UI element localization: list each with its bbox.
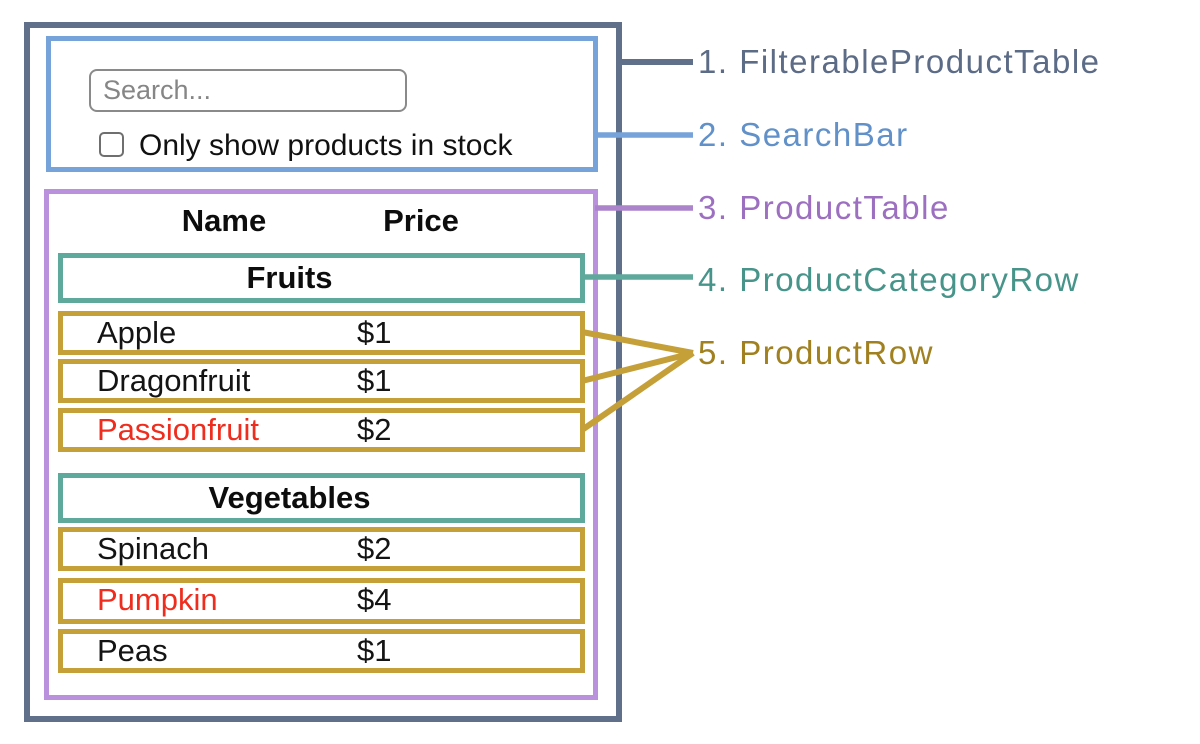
product-row-spinach: Spinach $2: [58, 527, 585, 571]
legend-filterable-product-table: 1. FilterableProductTable: [698, 43, 1101, 80]
product-name: Passionfruit: [97, 412, 259, 447]
product-row-peas: Peas $1: [58, 629, 585, 673]
product-price: $2: [357, 412, 392, 447]
product-row-dragonfruit: Dragonfruit $1: [58, 359, 585, 403]
legend-product-category-row: 4. ProductCategoryRow: [698, 261, 1080, 298]
category-row-fruits: Fruits: [58, 253, 585, 303]
category-label: Vegetables: [208, 480, 371, 515]
product-name: Pumpkin: [97, 582, 218, 617]
product-name: Spinach: [97, 531, 210, 566]
product-row-passionfruit: Passionfruit $2: [58, 408, 585, 452]
category-label: Fruits: [246, 260, 333, 295]
in-stock-checkbox[interactable]: [99, 132, 124, 157]
in-stock-checkbox-label: Only show products in stock: [139, 129, 513, 162]
legend-product-row: 5. ProductRow: [698, 334, 934, 371]
legend-product-table: 3. ProductTable: [698, 189, 950, 226]
search-bar-box: Only show products in stock: [46, 36, 598, 172]
product-row-apple: Apple $1: [58, 311, 585, 355]
name-column-header: Name: [181, 203, 267, 238]
product-name: Apple: [97, 315, 177, 350]
legend-search-bar: 2. SearchBar: [698, 116, 909, 153]
product-table-box: Name Price Fruits Apple $1 Dragonfruit $…: [44, 189, 598, 700]
product-name: Peas: [97, 633, 168, 668]
product-price: $1: [357, 633, 392, 668]
search-input[interactable]: [89, 69, 407, 112]
product-row-pumpkin: Pumpkin $4: [58, 578, 585, 624]
price-column-header: Price: [383, 203, 459, 238]
product-price: $2: [357, 531, 392, 566]
product-price: $1: [357, 363, 392, 398]
product-name: Dragonfruit: [97, 363, 251, 398]
category-row-vegetables: Vegetables: [58, 473, 585, 523]
product-price: $1: [357, 315, 392, 350]
product-price: $4: [357, 582, 392, 617]
